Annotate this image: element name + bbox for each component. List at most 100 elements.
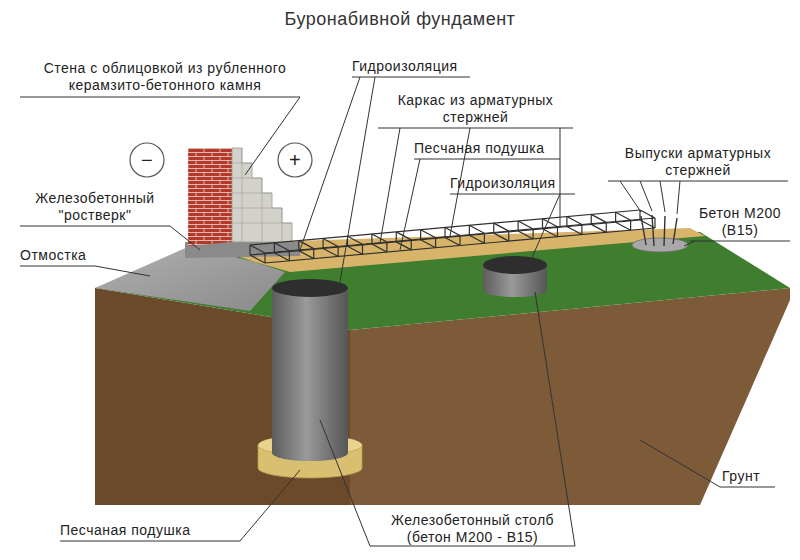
- diagram-title: Буронабивной фундамент: [150, 8, 650, 30]
- rebar-bar: [348, 246, 363, 254]
- rebar-bar: [396, 242, 411, 250]
- brick-wall: [188, 148, 232, 246]
- rebar-bar: [372, 244, 387, 252]
- rebar-bar: [494, 233, 509, 241]
- rebar-bar: [567, 217, 582, 225]
- soil-label: Грунт: [722, 468, 782, 485]
- rebar-bar: [469, 235, 484, 243]
- rebar-bar: [420, 230, 421, 240]
- rebar-bar: [372, 234, 387, 242]
- rebar-bar: [298, 241, 299, 251]
- rebar-bar: [444, 228, 445, 238]
- rebar-bar: [566, 217, 567, 227]
- label-slot: −: [129, 149, 165, 171]
- rebar-bar: [493, 223, 494, 233]
- rebar-bar: [445, 238, 460, 246]
- rebar-bar: [591, 214, 592, 224]
- rebar-bar: [264, 253, 265, 263]
- cage-label: Каркас из арматурных стержней: [378, 92, 573, 126]
- rebar-bar: [518, 231, 533, 239]
- rebar-bar: [348, 236, 363, 244]
- cold-circle: [130, 143, 164, 177]
- rebar-bar: [484, 233, 485, 243]
- rebar-bar: [299, 251, 314, 259]
- rebar-bar: [249, 245, 250, 255]
- waterproofing-label: Гидроизоляция: [450, 175, 580, 192]
- rebar-bar: [606, 222, 607, 232]
- rebar-bar: [469, 225, 470, 235]
- rebar-bar: [274, 243, 275, 253]
- rebar-bar: [274, 253, 289, 261]
- wall-label: Стена с облицовкой из рубленного керамзи…: [20, 60, 310, 94]
- label-slot: +: [277, 149, 313, 171]
- pile-3-top: [632, 238, 688, 252]
- rebar-bar: [250, 245, 265, 253]
- sand-label: Песчаная подушка: [60, 522, 260, 539]
- label-slot: Грунт: [722, 468, 782, 485]
- sand-label: Песчаная подушка: [414, 140, 574, 157]
- rebar-bar: [323, 248, 338, 256]
- rebar-bar: [265, 228, 655, 263]
- leader-lines: [20, 77, 790, 546]
- pile-body: [272, 288, 348, 461]
- rebar-bar: [543, 229, 558, 237]
- rebar-bar: [313, 249, 314, 259]
- plus-sign: +: [277, 149, 313, 171]
- pile-2-top: [483, 256, 547, 274]
- rebar-bar: [396, 232, 397, 242]
- rebar-bar: [386, 242, 387, 252]
- rebar-bar: [542, 219, 543, 229]
- rebar-bar: [543, 219, 558, 227]
- rebar-bar: [581, 225, 582, 235]
- rebar-bar: [435, 238, 436, 248]
- label-slot: Гидроизоляция: [450, 175, 580, 192]
- rebar-bar: [421, 230, 436, 238]
- label-slot: Отмостка: [20, 247, 110, 264]
- rebar-bar: [250, 255, 265, 263]
- label-slot: Песчаная подушка: [414, 140, 574, 157]
- rebar-bar: [421, 240, 436, 248]
- rebar-bar: [615, 212, 616, 222]
- label-slot: Железобетонный столб (бетон М200 - В15): [375, 512, 570, 546]
- label-slot: Каркас из арматурных стержней: [378, 92, 573, 126]
- pile-top: [272, 279, 348, 297]
- rebar-bar: [323, 238, 324, 248]
- waterproofing-label: Гидроизоляция: [352, 58, 482, 75]
- label-slot: Песчаная подушка: [60, 522, 260, 539]
- warm-circle: [278, 143, 312, 177]
- rebar-bar: [567, 227, 582, 235]
- rebar-bar: [557, 227, 558, 237]
- outlets-label: Выпуски арматурных стержней: [608, 145, 788, 179]
- rebar-bar: [274, 243, 289, 251]
- rebar-bar: [469, 225, 484, 233]
- label-slot: Буронабивной фундамент: [150, 8, 650, 30]
- rebar-bar: [338, 246, 339, 256]
- rebar-bar: [494, 223, 509, 231]
- rebar-bar: [616, 212, 631, 220]
- minus-sign: −: [129, 149, 165, 171]
- rebar-bar: [533, 229, 534, 239]
- rebar-bar: [518, 221, 533, 229]
- rebar-bar: [250, 210, 640, 245]
- label-slot: Бетон М200 (В15): [690, 205, 790, 239]
- rebar-outlets: [641, 215, 677, 246]
- blind-area-label: Отмостка: [20, 247, 110, 264]
- rebar-bar: [616, 222, 631, 230]
- concrete-label: Бетон М200 (В15): [690, 205, 790, 239]
- label-slot: Стена с облицовкой из рубленного керамзи…: [20, 60, 310, 94]
- rebar-bar: [323, 238, 338, 246]
- rebar-bar: [640, 210, 655, 218]
- rebar-bar: [591, 214, 606, 222]
- rebar-bar: [591, 224, 606, 232]
- label-slot: Гидроизоляция: [352, 58, 482, 75]
- rebar-bar: [445, 228, 460, 236]
- rebar-bar: [459, 236, 460, 246]
- rebar-bar: [640, 220, 655, 228]
- rebar-bar: [411, 240, 412, 250]
- grillage-label: Железобетонный "ростверк": [20, 190, 170, 224]
- rebar-bar: [630, 220, 631, 230]
- label-slot: Выпуски арматурных стержней: [608, 145, 788, 179]
- rebar-bar: [289, 251, 290, 261]
- rebar-bar: [508, 231, 509, 241]
